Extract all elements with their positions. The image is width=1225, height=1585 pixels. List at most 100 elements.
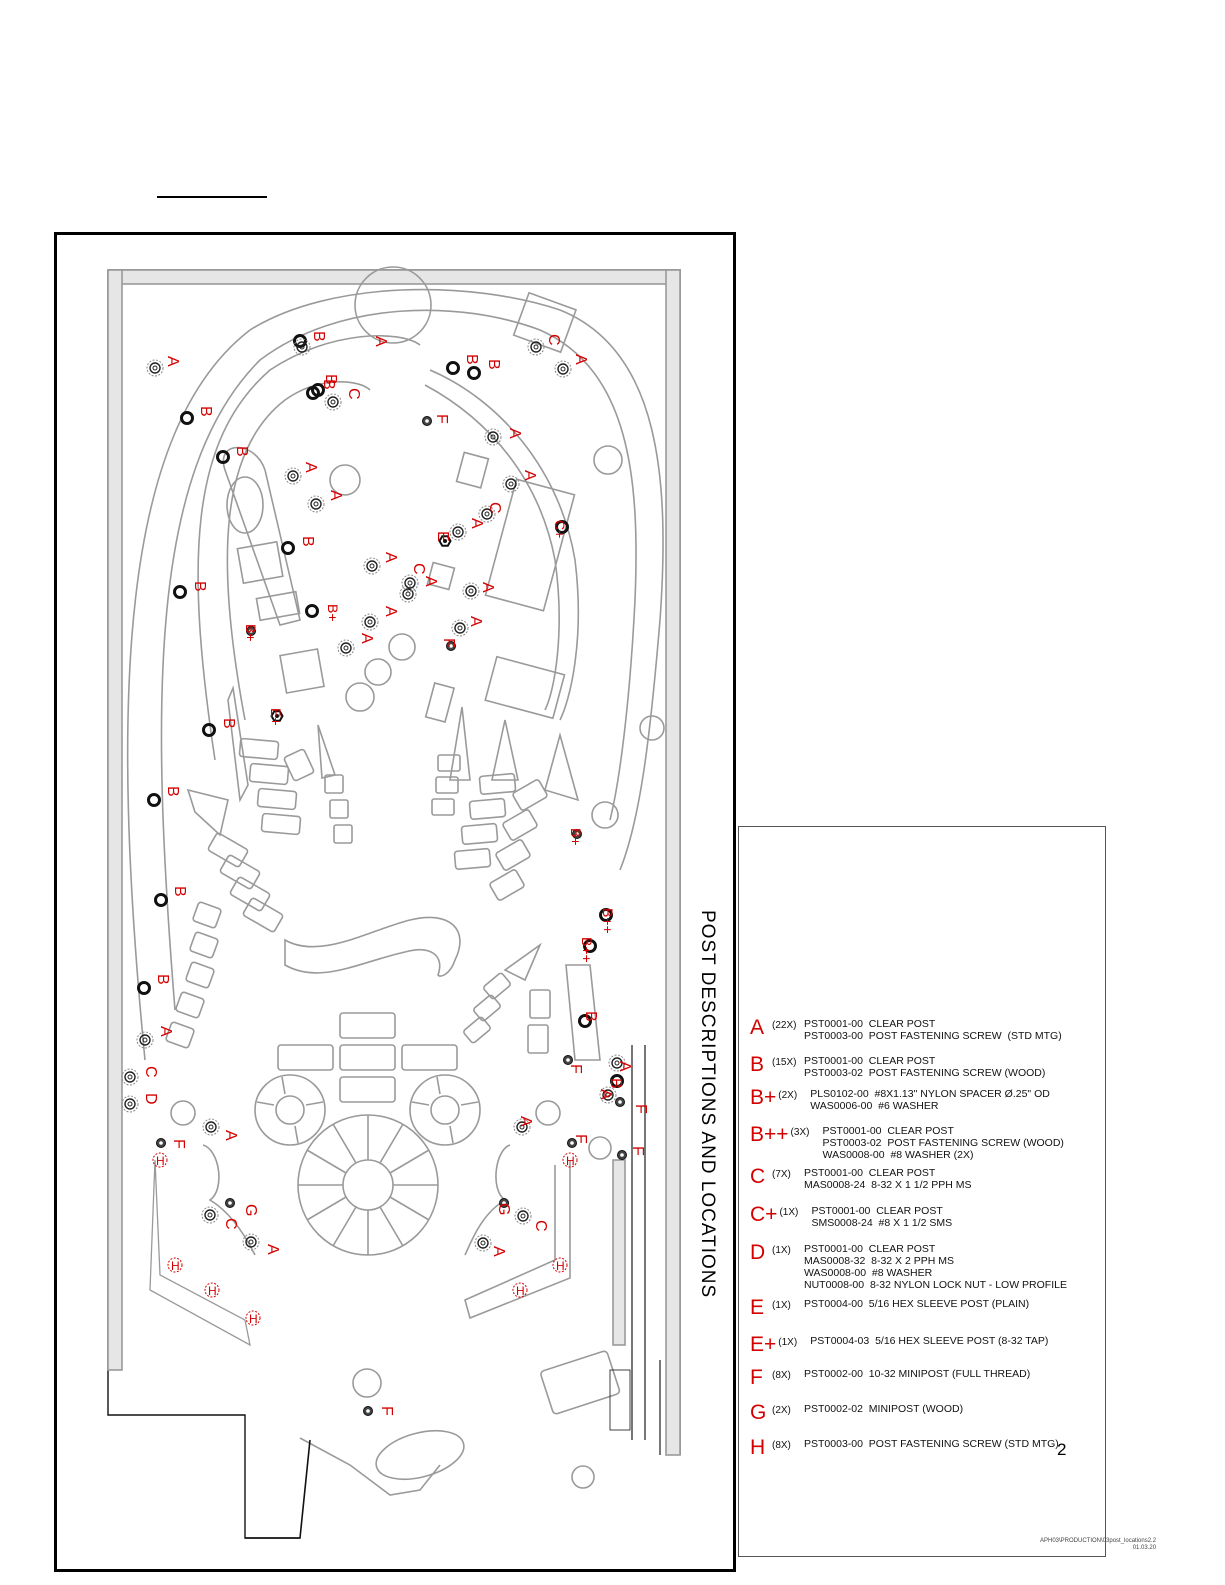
post-marker: A — [401, 574, 439, 592]
post-label: F — [440, 638, 457, 648]
post-label: G — [242, 1204, 259, 1216]
post-marker: F — [567, 1134, 589, 1148]
post-label: A — [382, 606, 399, 617]
post-marker: B — [137, 974, 171, 995]
page-number: 2 — [1057, 1440, 1067, 1459]
legend-qty: (8X) — [772, 1370, 791, 1381]
legend-line: PST0003-02 POST FASTENING SCREW (WOOD) — [822, 1137, 1064, 1149]
post-marker: A — [146, 356, 181, 377]
post-marker: A — [242, 1233, 281, 1255]
post-marker: B — [147, 786, 181, 807]
post-label: B — [485, 359, 502, 370]
h-label: H — [171, 1259, 180, 1273]
post-marker: A — [361, 606, 399, 631]
legend-description: PST0004-00 5/16 HEX SLEEVE POST (PLAIN) — [804, 1298, 1029, 1310]
post-label: C — [142, 1066, 159, 1078]
legend-row: E(1X)PST0004-00 5/16 HEX SLEEVE POST (PL… — [750, 1297, 1029, 1318]
post-marker: B+ — [243, 624, 259, 642]
post-label: A — [358, 633, 375, 644]
legend-line: PST0003-02 POST FASTENING SCREW (WOOD) — [804, 1067, 1046, 1079]
post-marker: B — [202, 718, 237, 737]
post-marker: B — [607, 1074, 624, 1089]
post-marker: F — [617, 1146, 646, 1160]
h-label: H — [156, 1154, 165, 1168]
legend-letter: A — [750, 1016, 765, 1039]
h-label: H — [516, 1284, 525, 1298]
legend-description: PST0004-03 5/16 HEX SLEEVE POST (8-32 TA… — [810, 1335, 1048, 1347]
post-label: B — [171, 886, 188, 897]
post-marker: B — [154, 886, 188, 907]
post-marker: A — [502, 470, 538, 493]
legend-qty: (3X) — [790, 1127, 810, 1138]
post-label: E — [434, 531, 451, 542]
post-label: B — [164, 786, 181, 797]
post-marker: A — [462, 582, 496, 600]
legend-letter: G — [750, 1401, 767, 1424]
post-marker: B — [281, 536, 316, 555]
post-label: B+ — [568, 828, 584, 846]
post-label: F — [433, 414, 450, 424]
legend-letter: B+ — [750, 1086, 777, 1109]
legend-letter: B — [750, 1053, 765, 1076]
post-label: B — [233, 446, 250, 457]
post-marker: A — [337, 633, 375, 657]
post-marker: C — [514, 1207, 549, 1232]
post-marker: B+ — [305, 604, 341, 622]
legend-line: PST0003-00 POST FASTENING SCREW (STD MTG… — [804, 1438, 1059, 1450]
legend-line: PST0002-02 MINIPOST (WOOD) — [804, 1403, 964, 1415]
legend-line: WAS0006-00 #6 WASHER — [810, 1100, 939, 1112]
post-marker: G — [495, 1198, 512, 1215]
legend-description: PLS0102-00 #8X1.13" NYLON SPACER Ø.25" O… — [810, 1088, 1050, 1112]
post-marker: C — [399, 563, 427, 603]
legend-row: B+(2X) PLS0102-00 #8X1.13" NYLON SPACER Ø… — [750, 1086, 1050, 1112]
post-marker: A — [293, 336, 389, 356]
post-label: A — [597, 1089, 614, 1100]
post-label: F — [632, 1104, 649, 1114]
legend-letter: E+ — [750, 1333, 777, 1356]
h-screw-marker: H — [245, 1310, 261, 1326]
legend-qty: (2X) — [778, 1090, 798, 1101]
post-marker: B — [216, 446, 250, 464]
legend-line: PST0004-00 5/16 HEX SLEEVE POST (PLAIN) — [804, 1298, 1030, 1310]
post-marker: A — [451, 616, 484, 637]
post-label: B — [154, 974, 171, 985]
legend-description: PST0002-00 10-32 MINIPOST (FULL THREAD) — [804, 1368, 1030, 1380]
legend-line: MAS0008-32 8-32 X 2 PPH MS — [804, 1255, 954, 1267]
post-label: B++ — [579, 937, 595, 963]
post-label: A — [157, 1026, 174, 1037]
legend-box — [738, 826, 1106, 1557]
post-label: D — [142, 1093, 159, 1105]
post-label: F — [567, 1064, 584, 1074]
post-label: C — [410, 563, 427, 575]
post-label: B — [191, 581, 208, 592]
post-marker: F — [615, 1097, 649, 1114]
post-marker: E — [434, 531, 452, 547]
post-label: A — [479, 582, 496, 593]
legend-letter: F — [750, 1366, 763, 1389]
legend-qty: (15X) — [772, 1057, 797, 1068]
post-marker: G — [225, 1198, 259, 1216]
footer-note: APH03\PRODUCTION\03post_locations2.2 01.… — [1040, 1538, 1156, 1552]
post-marker: F — [422, 414, 450, 426]
post-label: A — [264, 1244, 281, 1255]
legend-line: MAS0008-24 8-32 X 1 1/2 PPH MS — [804, 1179, 972, 1191]
post-marker: F — [363, 1406, 395, 1416]
legend-line: PST0004-03 5/16 HEX SLEEVE POST (8-32 TA… — [810, 1335, 1049, 1347]
post-label: A — [422, 576, 439, 587]
post-marker: A — [554, 354, 589, 378]
post-marker: C — [478, 502, 503, 523]
legend-qty: (22X) — [772, 1020, 797, 1031]
post-marker: E+ — [268, 708, 284, 726]
post-marker: A — [363, 552, 399, 575]
post-label: A — [490, 1246, 507, 1257]
post-label: C — [532, 1220, 549, 1232]
legend-line: NUT0008-00 8-32 NYLON LOCK NUT - LOW PRO… — [804, 1279, 1067, 1291]
legend-qty: (7X) — [772, 1169, 791, 1180]
post-label: B+ — [325, 604, 341, 622]
post-label: B+ — [243, 624, 259, 642]
